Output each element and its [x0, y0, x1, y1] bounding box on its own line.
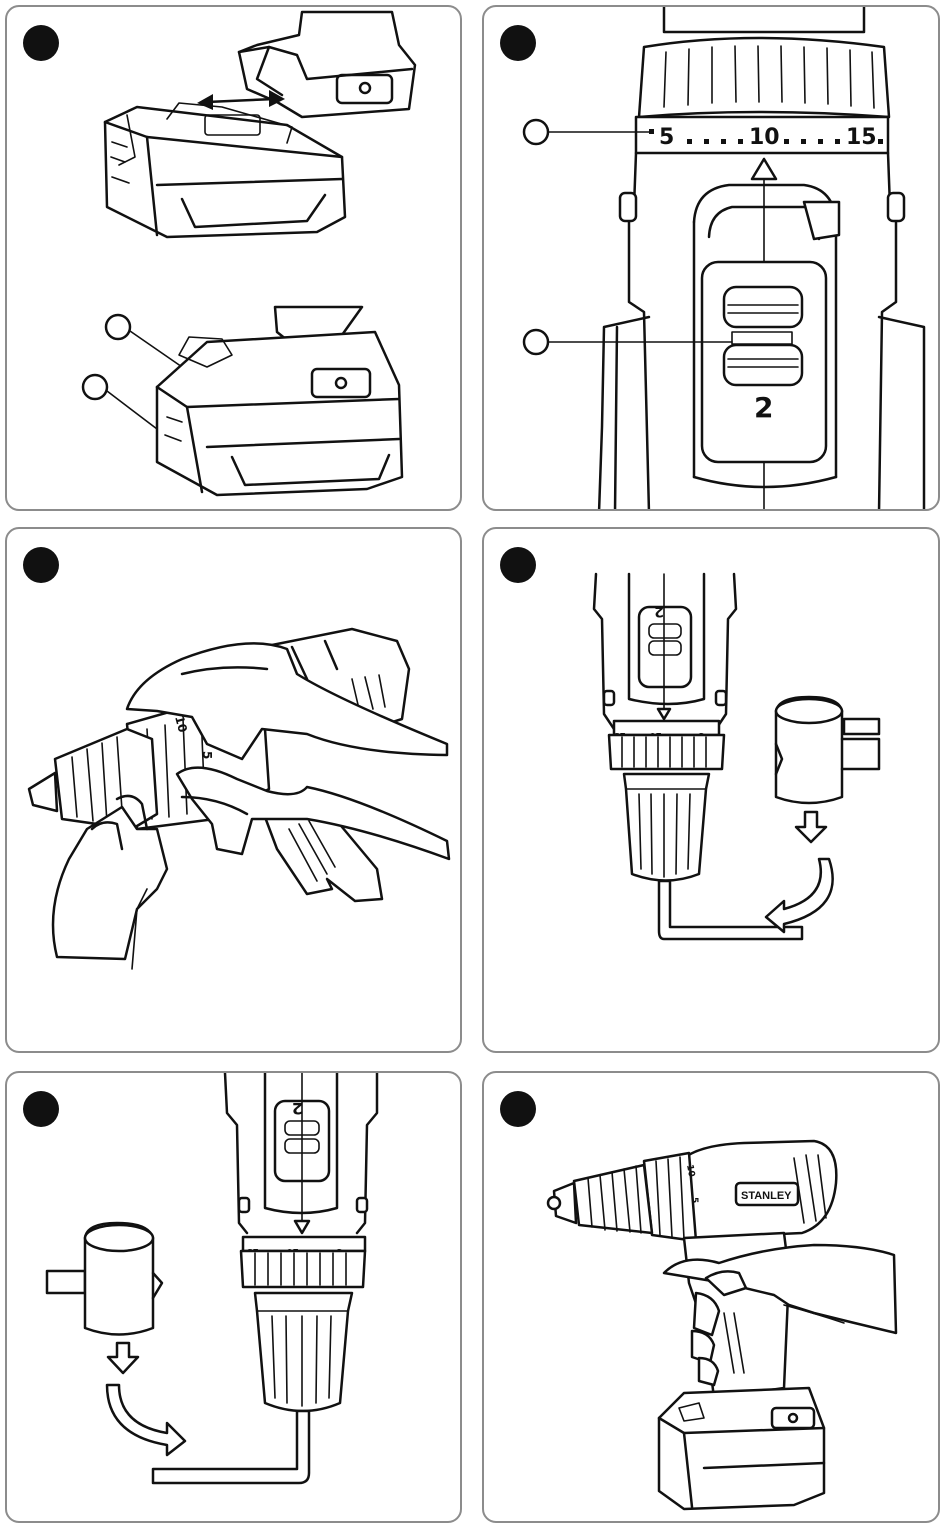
- logo-text: STANLEY: [741, 1190, 792, 1202]
- scale-label-15: 15: [846, 125, 877, 150]
- scale-label-5: 5: [200, 751, 214, 759]
- chuck-hand-illustration: 10 5: [7, 529, 462, 1053]
- panel-battery: [5, 5, 462, 511]
- gear-label: 2: [754, 391, 773, 424]
- battery-illustration: [7, 7, 462, 511]
- panel-hex-key-tighten: 2 15 10 5: [5, 1071, 462, 1523]
- scale-label-5: 5: [689, 1197, 699, 1203]
- torque-collar-illustration: 5 10 15 2: [484, 7, 940, 511]
- scale-label-10: 10: [749, 125, 780, 150]
- gear-label: 2: [292, 1099, 303, 1118]
- panel-hex-key-release: 2 15 10 5: [482, 527, 940, 1053]
- panel-drill-in-hand: STANLEY 10 5: [482, 1071, 940, 1523]
- gear-label: 2: [654, 603, 664, 619]
- callout-release-button: [106, 315, 130, 339]
- hex-key-tighten-illustration: 2 15 10 5: [7, 1073, 462, 1523]
- panel-torque-collar: 5 10 15 2: [482, 5, 940, 511]
- hex-key-release-illustration: 2 15 10 5: [484, 529, 940, 1053]
- callout-gear-selector: [524, 330, 548, 354]
- panel-chuck-hand: 10 5: [5, 527, 462, 1053]
- callout-torque-scale: [524, 120, 548, 144]
- drill-in-hand-illustration: STANLEY 10 5: [484, 1073, 940, 1523]
- callout-battery-pack: [83, 375, 107, 399]
- scale-label-5: 5: [659, 125, 674, 150]
